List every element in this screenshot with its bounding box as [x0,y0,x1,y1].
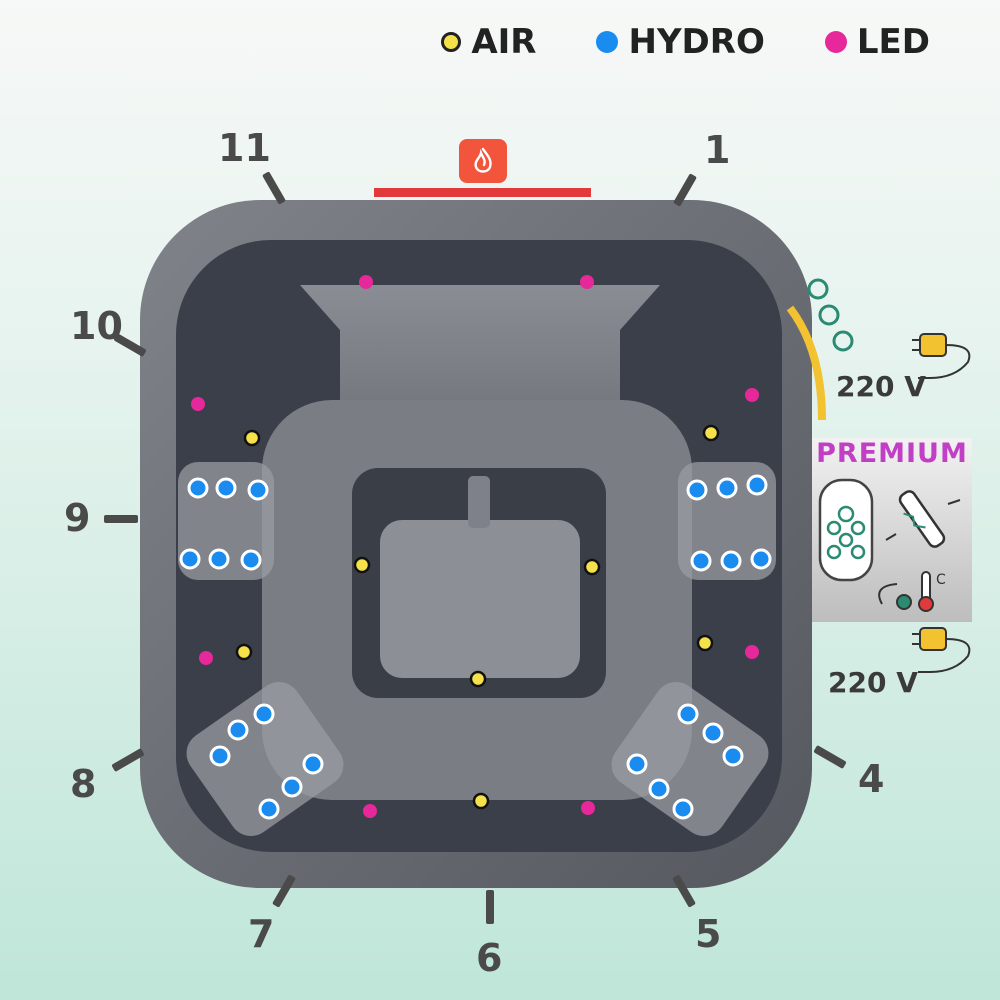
heater-icon [459,139,507,183]
heater-bar [374,188,591,197]
hydro-jet [722,745,744,767]
hydro-jet [746,474,768,496]
position-label-6: 6 [476,936,503,980]
svg-text:C: C [936,572,946,588]
heater-thermometer-icon: C [878,571,946,612]
hydro-jet [686,479,708,501]
premium-package: PREMIUM C [812,438,972,622]
led-light [745,645,759,659]
led-dot-icon [824,31,847,53]
air-jet [472,792,490,810]
hydro-jet [253,703,275,725]
led-light [580,275,594,289]
filter-icon [818,478,874,582]
legend-hydro: HYDRO [596,22,765,62]
legend-led: LED [824,22,930,62]
hydro-jet [258,798,280,820]
position-label-1: 1 [704,128,731,172]
legend: AIR HYDRO LED [441,22,930,62]
led-light [363,804,377,818]
led-light [745,388,759,402]
hydro-dot-icon [596,31,619,53]
footwell-floor [380,520,580,678]
air-jet [583,558,601,576]
position-label-9: 9 [64,496,91,540]
center-nozzle-icon [468,476,490,528]
air-jet [702,424,720,442]
air-jet [353,556,371,574]
jets-group [179,275,772,820]
hydro-jet [240,549,262,571]
uv-lamp-icon [885,490,961,548]
premium-label: PREMIUM [816,438,968,469]
hydro-jet [179,548,201,570]
air-dot-icon [441,32,462,52]
tick-6 [486,890,494,924]
control-panel-icon [807,278,854,352]
position-label-4: 4 [858,757,885,801]
hydro-jet [750,548,772,570]
legend-air-label: AIR [471,22,537,62]
upper-voltage-label: 220 V [836,370,926,403]
hydro-jet [716,477,738,499]
legend-hydro-label: HYDRO [628,22,765,62]
hydro-jet [720,550,742,572]
position-label-7: 7 [248,912,275,956]
seat-pad-bottom-left [186,682,344,836]
control-panel-arc [786,305,826,421]
hydro-jet [648,778,670,800]
hydro-jet [281,776,303,798]
position-label-5: 5 [695,912,722,956]
legend-led-label: LED [856,22,930,62]
hydro-jet [208,548,230,570]
hydro-jet [209,745,231,767]
power-plug-icon [912,333,971,379]
led-light [359,275,373,289]
led-light [191,397,205,411]
tick-9 [104,515,138,523]
air-jet [469,670,487,688]
hydro-jet [227,719,249,741]
hydro-jet [187,477,209,499]
hydro-jet [690,550,712,572]
air-jet [696,634,714,652]
hydro-jet [702,722,724,744]
hydro-jet [302,753,324,775]
hydro-jet [672,798,694,820]
air-jet [235,643,253,661]
hydro-jet [247,479,269,501]
legend-air: AIR [441,22,536,62]
led-light [199,651,213,665]
seat-pad-bottom-right [611,682,769,836]
hydro-jet [677,703,699,725]
hydro-jet [626,753,648,775]
air-jet [243,429,261,447]
position-label-10: 10 [70,304,123,348]
position-label-8: 8 [70,762,97,806]
lower-voltage-label: 220 V [828,666,918,699]
position-label-11: 11 [218,126,271,170]
led-light [581,801,595,815]
hydro-jet [215,477,237,499]
power-plug-icon [912,627,971,673]
